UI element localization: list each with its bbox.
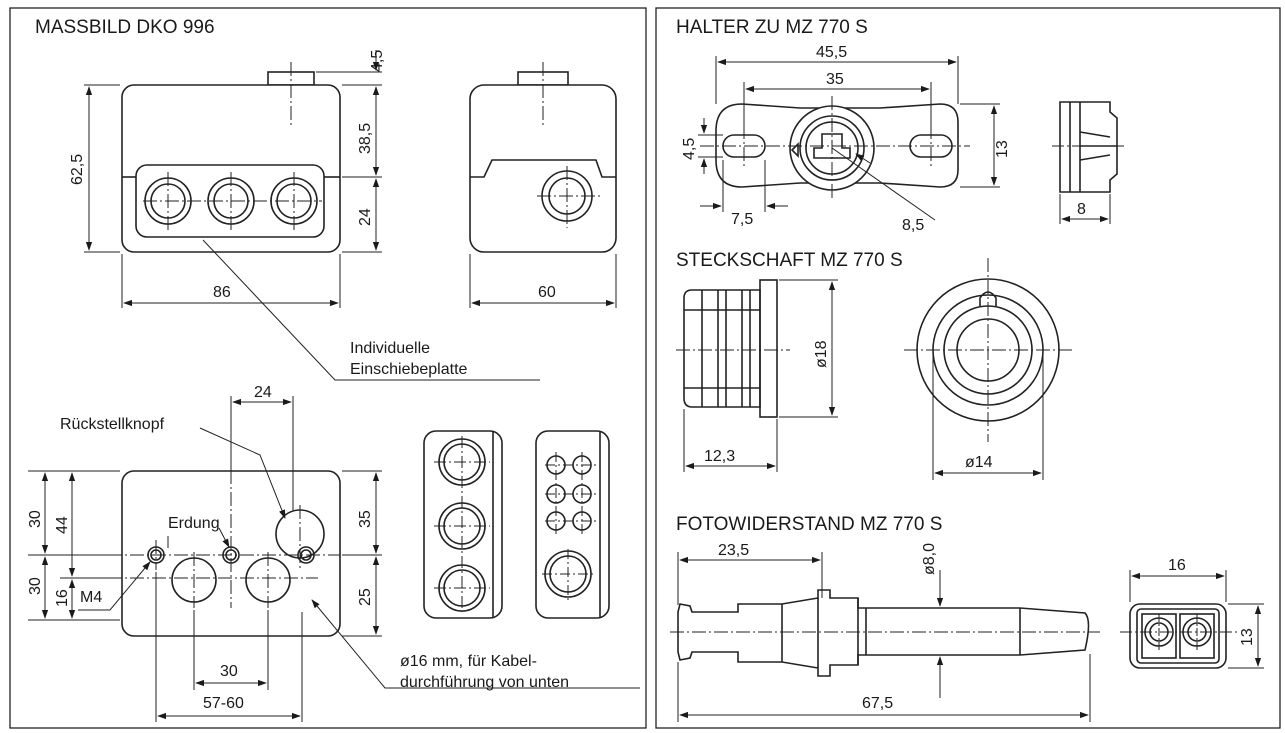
holder-side-view [1059, 101, 1118, 193]
earth-label: Erdung [168, 515, 220, 532]
front-centerlines [143, 62, 322, 232]
dim-30-upper: 30 [27, 510, 44, 528]
insert-plate-three-holes [423, 430, 503, 619]
cable-label-line1: ø16 mm, für Kabel- [400, 653, 537, 670]
dim-4-5: 4,5 [369, 50, 386, 72]
fotowiderstand-title: FOTOWIDERSTAND MZ 770 S [676, 514, 942, 535]
dim-24: 24 [357, 208, 374, 226]
dim-86: 86 [213, 284, 231, 301]
dim-57-60: 57-60 [203, 695, 244, 712]
massbild-title: MASSBILD DKO 996 [35, 17, 215, 38]
plate-label-line1: Individuelle [350, 340, 430, 357]
dim-13-photo: 13 [1239, 628, 1256, 646]
dim-dia14: ø14 [965, 454, 993, 471]
dim-30-lower: 30 [27, 577, 44, 595]
plate-leader [202, 239, 540, 381]
dim-top-24: 24 [254, 384, 272, 401]
holder-side-dims [1052, 145, 1126, 224]
dim-dia18: ø18 [813, 340, 830, 368]
massbild-panel: MASSBILD DKO 996 [27, 17, 640, 722]
fotowiderstand-panel: FOTOWIDERSTAND MZ 770 S 23,5 ø8,0 67,5 [670, 514, 1264, 722]
side-centerlines [537, 62, 600, 228]
dim-16-photo: 16 [1168, 557, 1186, 574]
dim-25: 25 [357, 588, 374, 606]
housing-side-view [469, 71, 617, 253]
bottom-centerlines [108, 470, 340, 608]
dim-67-5: 67,5 [862, 695, 893, 712]
bottom-dimension-lines [28, 396, 640, 722]
shaft-front-dims [904, 258, 1072, 480]
dim-8-holder: 8 [1077, 201, 1086, 218]
halter-title: HALTER ZU MZ 770 S [676, 17, 868, 38]
right-panel-frame [655, 7, 1281, 729]
dim-23-5: 23,5 [718, 542, 749, 559]
photoresistor-front-view [1129, 603, 1227, 669]
reset-knob-label: Rückstellknopf [60, 416, 165, 433]
dim-30-holes: 30 [220, 663, 238, 680]
dim-16: 16 [54, 589, 71, 607]
dim-60: 60 [538, 284, 556, 301]
dim-62-5: 62,5 [69, 154, 86, 185]
insert-plate-three-centerlines [434, 436, 490, 612]
left-panel-frame [9, 7, 647, 729]
steckschaft-title: STECKSCHAFT MZ 770 S [676, 250, 903, 271]
front-dimension-lines [84, 50, 382, 308]
dim-45-5: 45,5 [816, 44, 847, 61]
cable-label-line2: durchführung von unten [400, 674, 569, 691]
dim-dia8: ø8,0 [921, 543, 938, 575]
shaft-side-dims [676, 279, 838, 472]
photoresistor-front-dims [1120, 570, 1264, 669]
plate-label-line2: Einschiebeplatte [350, 361, 468, 378]
holder-dimension-lines [698, 56, 1000, 221]
photoresistor-side-dims [670, 552, 1100, 722]
side-dimension-lines [469, 254, 617, 308]
dim-4-5-holder: 4,5 [681, 138, 698, 160]
dim-44: 44 [54, 516, 71, 534]
holder-front-view [715, 103, 959, 191]
dim-12-3: 12,3 [704, 448, 735, 465]
dim-7-5: 7,5 [731, 211, 753, 228]
insert-plate-multi-centerlines [542, 452, 596, 600]
dim-13-holder: 13 [994, 140, 1011, 158]
shaft-side-view [683, 279, 778, 418]
dim-35-holder: 35 [826, 71, 844, 88]
photoresistor-side-view [677, 589, 1090, 677]
m4-label: M4 [80, 589, 102, 606]
dim-38-5: 38,5 [357, 123, 374, 154]
insert-plate-multi-holes [535, 430, 610, 619]
steckschaft-panel: STECKSCHAFT MZ 770 S ø18 12,3 [676, 250, 1072, 480]
halter-panel: HALTER ZU MZ 770 S [676, 17, 1126, 234]
dim-8-5: 8,5 [902, 217, 924, 234]
dim-35: 35 [357, 510, 374, 528]
